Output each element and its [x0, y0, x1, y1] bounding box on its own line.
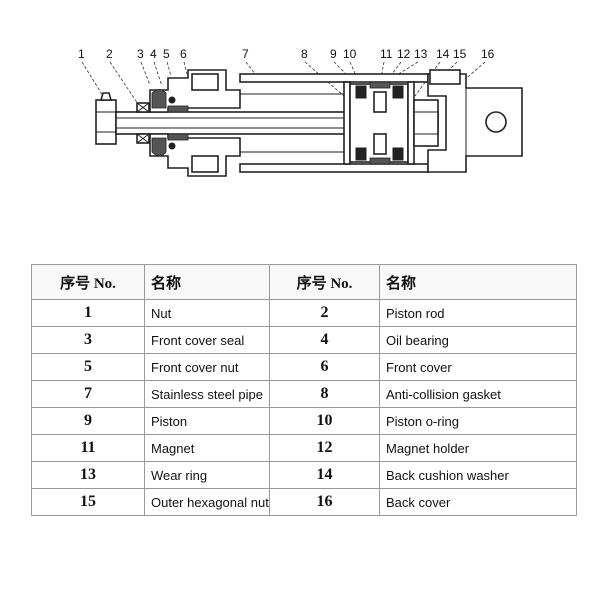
callout-5: 5 — [163, 47, 170, 61]
part-number: 1 — [31, 299, 145, 327]
part-name: Back cover — [379, 488, 577, 516]
part-name: Stainless steel pipe — [144, 380, 270, 408]
part-number: 16 — [269, 488, 380, 516]
front-cover-seal-part — [136, 102, 150, 144]
part-name: Piston rod — [379, 299, 577, 327]
part-name: Wear ring — [144, 461, 270, 489]
part-name: Oil bearing — [379, 326, 577, 354]
callout-8: 8 — [301, 47, 308, 61]
part-number: 11 — [31, 434, 145, 462]
part-number: 7 — [31, 380, 145, 408]
header-no-left: 序号 No. — [31, 264, 145, 300]
part-name: Anti-collision gasket — [379, 380, 577, 408]
front-cover-part — [149, 69, 241, 177]
callout-2: 2 — [106, 47, 113, 61]
callout-3: 3 — [137, 47, 144, 61]
callout-16: 16 — [481, 47, 495, 61]
part-name: Piston — [144, 407, 270, 435]
part-number: 15 — [31, 488, 145, 516]
hex-nut-part — [413, 99, 439, 147]
callout-10: 10 — [343, 47, 357, 61]
part-name: Back cushion washer — [379, 461, 577, 489]
oil-bearing-part — [167, 105, 189, 141]
callout-labels: 1 2 3 4 5 6 7 8 9 10 11 12 13 14 15 16 — [78, 47, 495, 61]
part-name: Outer hexagonal nut — [144, 488, 270, 516]
part-number: 4 — [269, 326, 380, 354]
table-row: 5 Front cover nut 6 Front cover — [31, 353, 577, 381]
part-number: 10 — [269, 407, 380, 435]
header-name-left: 名称 — [144, 264, 270, 300]
callout-12: 12 — [397, 47, 411, 61]
callout-13: 13 — [414, 47, 428, 61]
part-name: Front cover seal — [144, 326, 270, 354]
part-number: 8 — [269, 380, 380, 408]
table-row: 9 Piston 10 Piston o-ring — [31, 407, 577, 435]
table-row: 15 Outer hexagonal nut 16 Back cover — [31, 488, 577, 516]
table-header-row: 序号 No. 名称 序号 No. 名称 — [31, 264, 577, 300]
table-row: 3 Front cover seal 4 Oil bearing — [31, 326, 577, 354]
table-row: 7 Stainless steel pipe 8 Anti-collision … — [31, 380, 577, 408]
part-number: 6 — [269, 353, 380, 381]
piston-assembly — [343, 81, 415, 165]
leader-lines — [81, 61, 486, 105]
callout-14: 14 — [436, 47, 450, 61]
header-name-right: 名称 — [379, 264, 577, 300]
part-name: Piston o-ring — [379, 407, 577, 435]
part-number: 3 — [31, 326, 145, 354]
header-no-right: 序号 No. — [269, 264, 380, 300]
back-cover-part — [427, 69, 523, 173]
callout-11: 11 — [380, 47, 393, 61]
part-name: Front cover nut — [144, 353, 270, 381]
part-number: 13 — [31, 461, 145, 489]
part-name: Magnet — [144, 434, 270, 462]
part-name: Nut — [144, 299, 270, 327]
part-name: Magnet holder — [379, 434, 577, 462]
callout-15: 15 — [453, 47, 467, 61]
parts-list-table: 序号 No. 名称 序号 No. 名称 1 Nut 2 Piston rod 3… — [31, 264, 577, 516]
part-number: 14 — [269, 461, 380, 489]
part-number: 2 — [269, 299, 380, 327]
part-number: 9 — [31, 407, 145, 435]
table-row: 11 Magnet 12 Magnet holder — [31, 434, 577, 462]
nut-part — [95, 92, 117, 145]
part-number: 5 — [31, 353, 145, 381]
table-row: 13 Wear ring 14 Back cushion washer — [31, 461, 577, 489]
part-number: 12 — [269, 434, 380, 462]
callout-6: 6 — [180, 47, 187, 61]
callout-7: 7 — [242, 47, 249, 61]
callout-4: 4 — [150, 47, 157, 61]
callout-9: 9 — [330, 47, 337, 61]
table-row: 1 Nut 2 Piston rod — [31, 299, 577, 327]
part-name: Front cover — [379, 353, 577, 381]
callout-1: 1 — [78, 47, 85, 61]
cylinder-section-drawing: 1 2 3 4 5 6 7 8 9 10 11 12 13 14 15 16 — [78, 47, 523, 177]
